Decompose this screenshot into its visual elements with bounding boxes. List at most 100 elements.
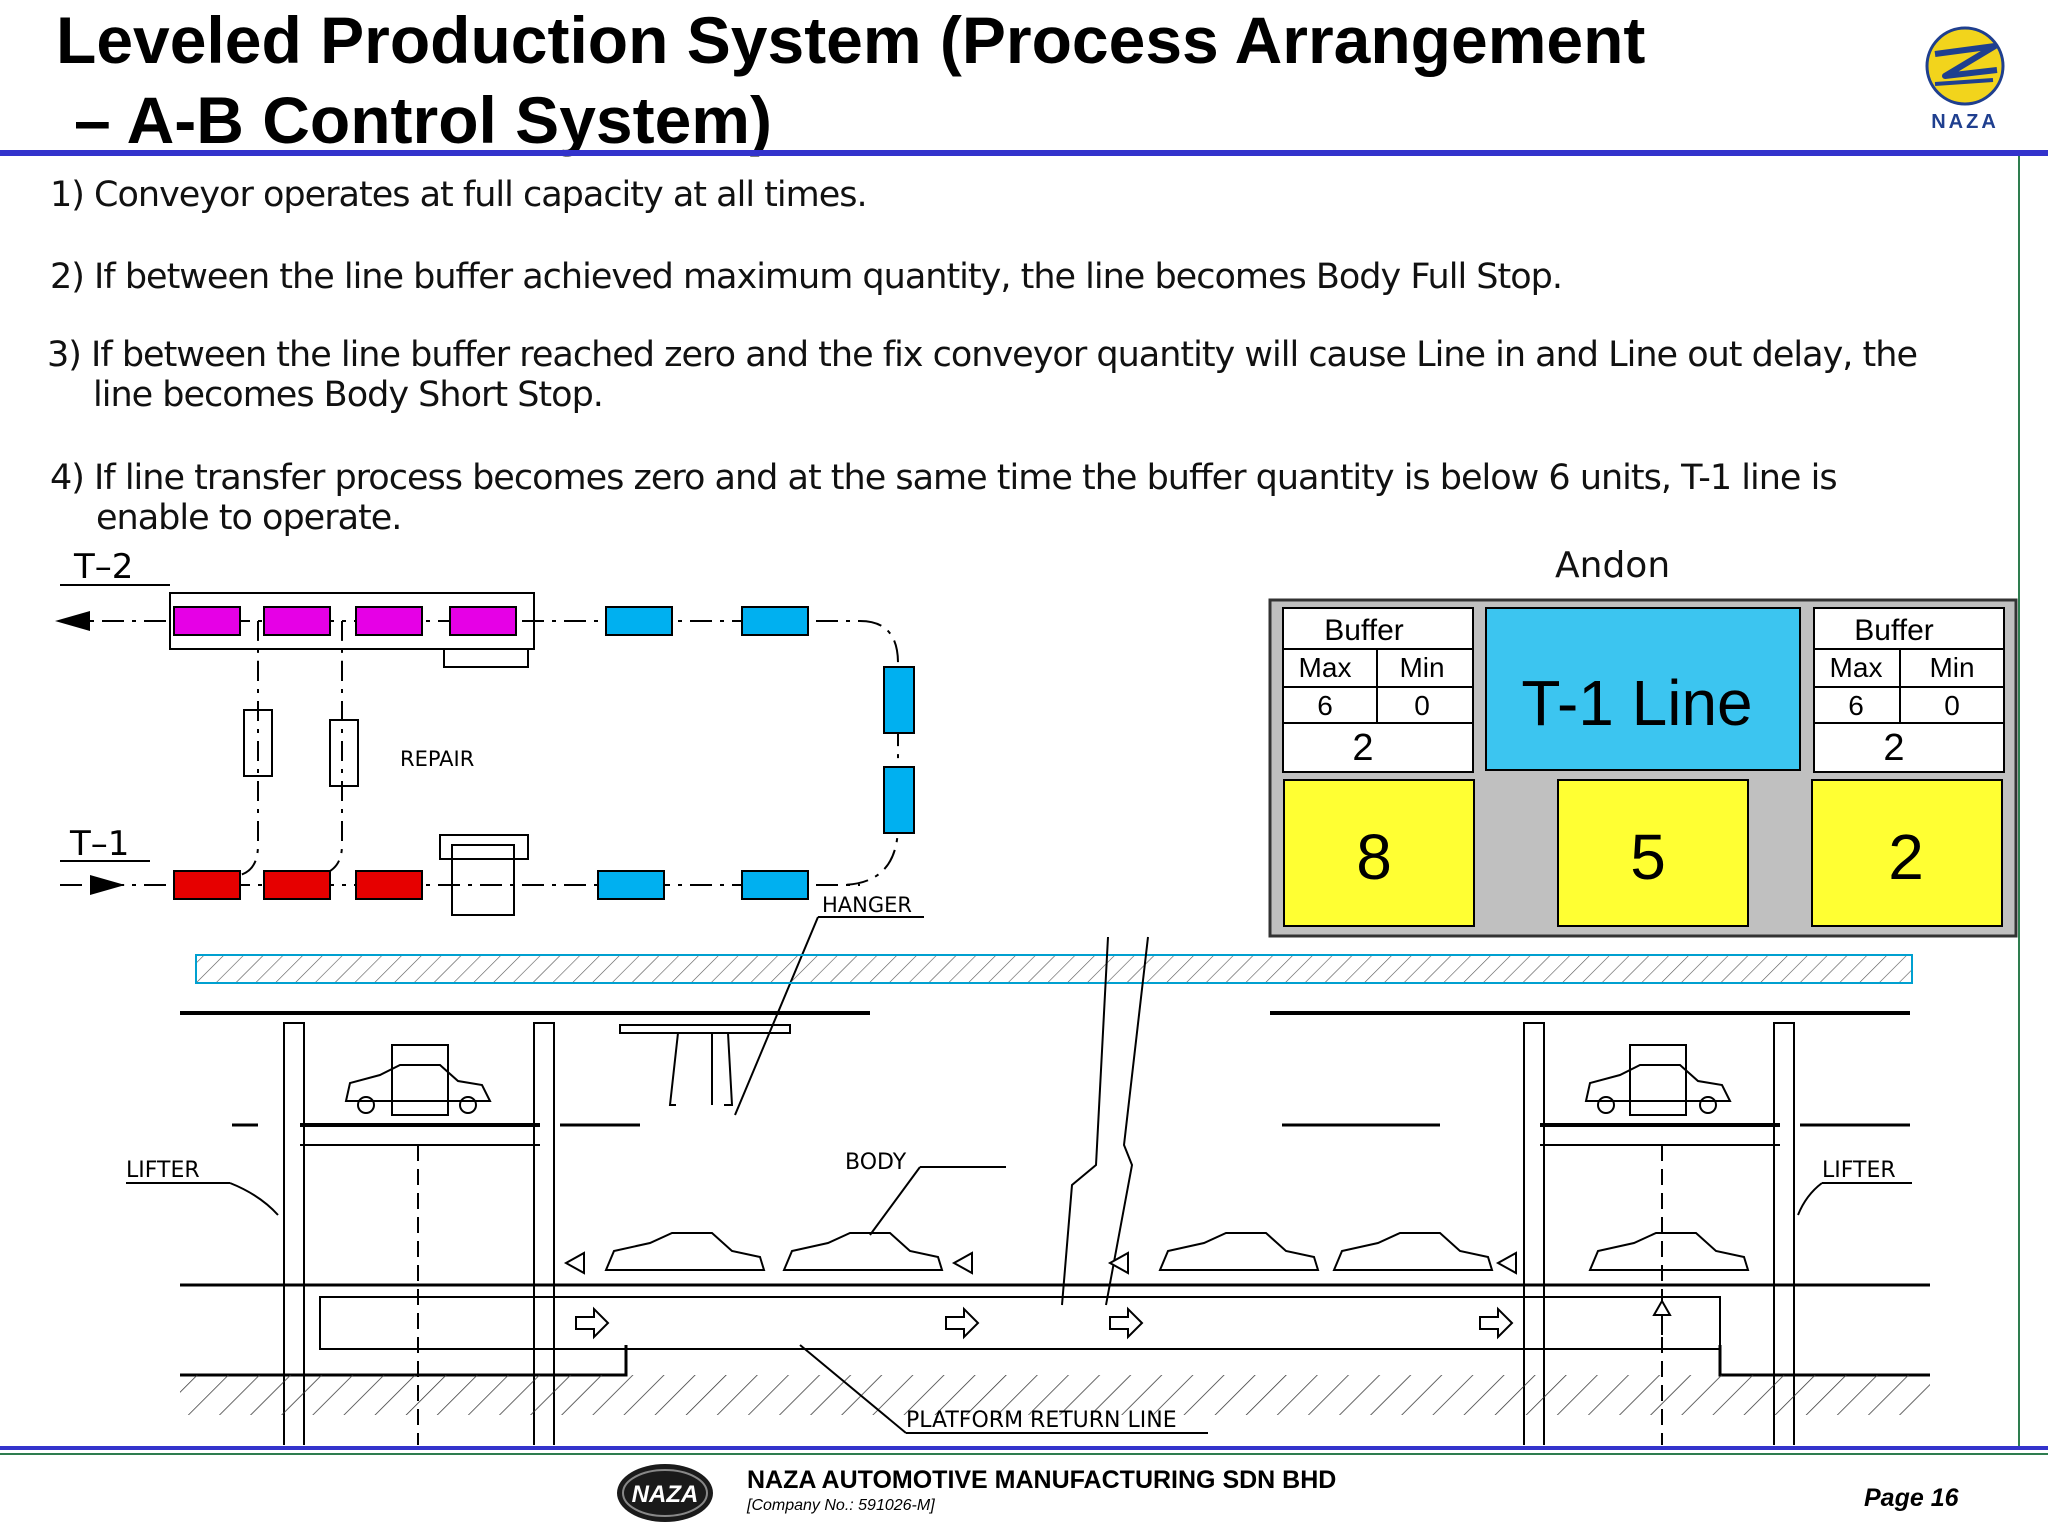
footer-logo-text: NAZA [632,1481,699,1508]
slide-title-line-1: Leveled Production System (Process Arran… [56,3,1646,77]
naza-logo-icon: NAZA [1925,26,2005,133]
right-lifter-column [1523,1022,1545,1445]
andon-board: Buffer Max Min 6 0 2 T-1 Line Buffer Max… [1268,598,2018,938]
t1-transfer-frame [451,844,515,916]
flow-arrow-right-icon [575,1306,610,1340]
right-buffer-max-label: Max [1830,652,1883,683]
hanger-unit [668,1032,734,1106]
left-lifter-label: LIFTER [126,1158,200,1183]
car-body-on-lifter [1584,1064,1732,1102]
counter-value-3: 2 [1888,821,1924,893]
t2-car [173,606,241,636]
floor-cars [604,1232,1750,1271]
conveyor-car [883,666,915,734]
right-buffer-min-value: 0 [1944,690,1960,721]
hanger-rail [619,1024,791,1034]
left-buffer-min-label: Min [1399,652,1444,683]
rule-item-3: 3) If between the line buffer reached ze… [47,335,1918,415]
t1-transfer-unit [439,834,529,860]
repair-branch-2 [319,620,344,876]
lifter-carriage [391,1044,449,1116]
flow-arrow-left-icon [563,1251,585,1275]
repair-car [329,719,359,787]
t1-car [173,870,241,900]
counter-value-2: 5 [1630,821,1666,893]
lifter-carriage [1629,1044,1687,1116]
production-layout-diagram: T–2 REPAIR T–1 [55,547,2018,1445]
left-lifter-column [533,1022,555,1445]
break-line [1061,936,1149,1306]
t1-line-box [1485,607,1801,771]
left-buffer-min-value: 0 [1414,690,1430,721]
car-body-on-lifter [344,1064,492,1102]
left-buffer-label: Buffer [1324,614,1404,647]
left-buffer-max-value: 6 [1317,690,1333,721]
counter-box-2 [1557,779,1749,927]
right-buffer-min-label: Min [1929,652,1974,683]
left-lifter-leader [229,1182,279,1216]
t1-car [355,870,423,900]
footer-naza-logo-icon: NAZA [617,1464,713,1522]
conveyor-car [883,766,915,834]
ground-hatch [180,1375,1930,1415]
right-border [2018,156,2020,1446]
flow-arrow-left-icon [1107,1251,1129,1275]
counter-value-1: 8 [1356,821,1392,893]
t2-car [263,606,331,636]
t2-station-frame [169,592,535,650]
conveyor-car [605,606,673,636]
left-buffer-max-label: Max [1299,652,1352,683]
platform-return-line [319,1296,1721,1350]
right-buffer-max-value: 6 [1848,690,1864,721]
flow-arrow-right-icon [1479,1306,1514,1340]
page-number: Page 16 [1864,1484,1959,1512]
header-divider [0,150,2048,156]
company-name: NAZA AUTOMOTIVE MANUFACTURING SDN BHD [747,1466,1337,1494]
t1-car [263,870,331,900]
flow-arrow-right-icon [1109,1306,1144,1340]
flow-arrow-right-icon [945,1306,980,1340]
right-lifter-column [1773,1022,1795,1445]
naza-logo-text: NAZA [1931,111,1999,133]
andon-title: Andon [1555,545,1671,586]
left-buffer-value: 2 [1352,727,1373,769]
repair-branch-1 [239,620,259,876]
counter-box-3 [1811,779,2003,927]
slide-title-line-2: – A-B Control System) [74,83,772,157]
hanger-leader-line [734,916,819,1116]
rule-item-4: 4) If line transfer process becomes zero… [50,458,1838,538]
t2-direction-arrow-icon [55,611,90,631]
conveyor-car [741,606,809,636]
t2-transfer-unit [443,648,529,668]
platform-leader [799,1344,907,1434]
body-label: BODY [845,1150,907,1175]
andon-left-buffer: Buffer Max Min 6 0 2 [1282,607,1474,773]
t2-label: T–2 [73,547,133,587]
repair-car [243,709,273,777]
right-lifter-leader [1797,1182,1823,1216]
t1-line-label: T-1 Line [1521,667,1752,739]
loop-return-path [839,620,899,886]
t1-direction-arrow-icon [90,875,125,895]
conveyor-car [597,870,665,900]
top-view-layout: T–2 REPAIR T–1 [55,547,924,1116]
flow-arrow-up-icon [1652,1298,1672,1316]
t1-label: T–1 [69,824,129,864]
cross-section-view: LIFTER LIFTER BODY [126,936,1930,1445]
footer-divider-2 [0,1453,2048,1455]
andon-right-buffer: Buffer Max Min 6 0 2 [1813,607,2005,773]
flow-arrow-left-icon [951,1251,973,1275]
company-number: [Company No.: 591026-M] [747,1497,935,1514]
ceiling-slab [195,954,1913,984]
platform-label: PLATFORM RETURN LINE [906,1408,1177,1433]
rule-item-1: 1) Conveyor operates at full capacity at… [50,175,868,215]
t2-car [355,606,423,636]
conveyor-car [741,870,809,900]
repair-label: REPAIR [400,747,474,771]
footer-divider [0,1446,2048,1450]
right-buffer-label: Buffer [1854,614,1934,647]
right-lifter-label: LIFTER [1822,1158,1896,1183]
body-leader [869,1166,921,1236]
hanger-label: HANGER [822,893,912,917]
rule-item-2: 2) If between the line buffer achieved m… [50,257,1563,297]
